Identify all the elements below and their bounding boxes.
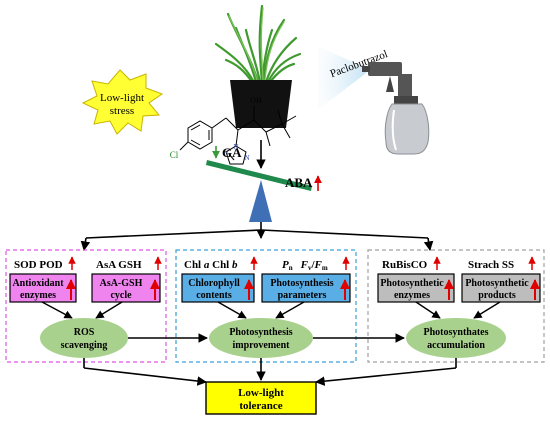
asa-gsh-markers: AsA GSH: [96, 259, 142, 271]
photosynthates-accumulation-line2: accumulation: [427, 340, 485, 351]
arrow-right-box1-to-oval: [415, 301, 441, 319]
stress-label-line2: stress: [110, 105, 134, 117]
photosynthetic-products-box: [461, 273, 541, 303]
rubisco-markers: RuBisCO: [382, 259, 428, 271]
chlorophyll-contents-line2: contents: [196, 290, 232, 301]
atom-n2-label: N: [223, 149, 228, 157]
low-light-tolerance-box: Low-light tolerance: [205, 381, 317, 415]
stress-label-line1: Low-light: [100, 92, 144, 104]
asa-gsh-cycle-box: [91, 273, 161, 303]
chlorophyll-contents-box: [181, 273, 255, 303]
asa-gsh-cycle-line2: cycle: [110, 290, 132, 301]
photosynthesis-parameters-box: [261, 273, 351, 303]
burst-shape: [81, 69, 164, 135]
photosynthetic-enzymes-box: [377, 273, 455, 303]
arrow-mid-box2-to-oval: [275, 301, 305, 319]
antioxidant-enzymes-box: [9, 273, 77, 303]
arrow-mid-box1-to-oval: [217, 301, 247, 319]
ga-label: GA: [222, 145, 242, 160]
aba-label: ABA: [285, 175, 313, 190]
panel-photosynthesis-border: [175, 249, 357, 363]
distribution-arrows: [80, 222, 434, 251]
photosynthesis-improvement-line1: Photosynthesis: [229, 327, 292, 338]
seesaw-beam: [206, 160, 312, 191]
photosynthetic-products-line1: Photosynthetic: [465, 278, 529, 289]
hormone-seesaw: GA ABA: [206, 145, 322, 222]
chl-markers: Chl a Chl b: [184, 259, 238, 271]
ros-scavenging-line2: scavenging: [61, 340, 108, 351]
atom-n1-label: N: [233, 143, 238, 151]
photosynthesis-improvement-line2: improvement: [232, 340, 290, 351]
panel-photosynthates: RuBisCO Strach SS Photosynthetic enzymes…: [367, 249, 545, 363]
chlorophyll-contents-line1: Chlorophyll: [188, 278, 240, 289]
sod-pod-markers: SOD POD: [14, 259, 63, 271]
ros-scavenging-line1: ROS: [74, 327, 95, 338]
atom-oh-label: OH: [250, 96, 262, 105]
photosynthesis-improvement-oval: [209, 318, 313, 358]
plant-pot-illustration: [214, 4, 302, 128]
grass-blades-light: [228, 7, 285, 81]
spray-bottle-icon: [362, 62, 430, 155]
atom-cl-label: Cl: [170, 150, 179, 160]
low-light-stress-burst: Low-light stress: [81, 69, 164, 135]
paclobutrazol-spray-illustration: Paclobutrazol: [170, 46, 430, 165]
pot-icon: [230, 80, 292, 128]
converging-arrows: [83, 358, 457, 386]
arrow-left-box1-to-oval: [41, 301, 73, 319]
photosynthesis-parameters-line2: parameters: [278, 290, 327, 301]
outcome-line1: Low-light: [238, 387, 284, 399]
asa-gsh-cycle-line1: AsA-GSH: [100, 278, 143, 289]
panel-ros-border: [5, 249, 167, 363]
paclobutrazol-structure: [179, 106, 297, 165]
panel-ros: SOD POD AsA GSH Antioxidant enzymes AsA-…: [5, 249, 167, 363]
antioxidant-enzymes-line2: enzymes: [20, 290, 56, 301]
panel-photosynthates-border: [367, 249, 545, 363]
photosynthates-accumulation-oval: [406, 318, 506, 358]
photosynthetic-enzymes-line2: enzymes: [394, 290, 430, 301]
starch-ss-markers: Strach SS: [468, 259, 514, 271]
arrow-right-box2-to-oval: [473, 301, 501, 319]
photosynthetic-enzymes-line1: Photosynthetic: [380, 278, 444, 289]
outcome-box-shape: [205, 381, 317, 415]
grass-blades: [214, 4, 302, 84]
photosynthetic-products-line2: products: [478, 290, 516, 301]
arrow-left-box2-to-oval: [95, 301, 123, 319]
ros-scavenging-oval: [40, 318, 128, 358]
seesaw-fulcrum: [249, 180, 272, 222]
outcome-line2: tolerance: [239, 400, 282, 412]
photosynthesis-parameters-line1: Photosynthesis: [270, 278, 333, 289]
spray-cone: [318, 46, 370, 110]
antioxidant-enzymes-line1: Antioxidant: [12, 278, 64, 289]
photosynthates-accumulation-line1: Photosynthates: [423, 327, 488, 338]
atom-n3-label: N: [244, 154, 249, 162]
